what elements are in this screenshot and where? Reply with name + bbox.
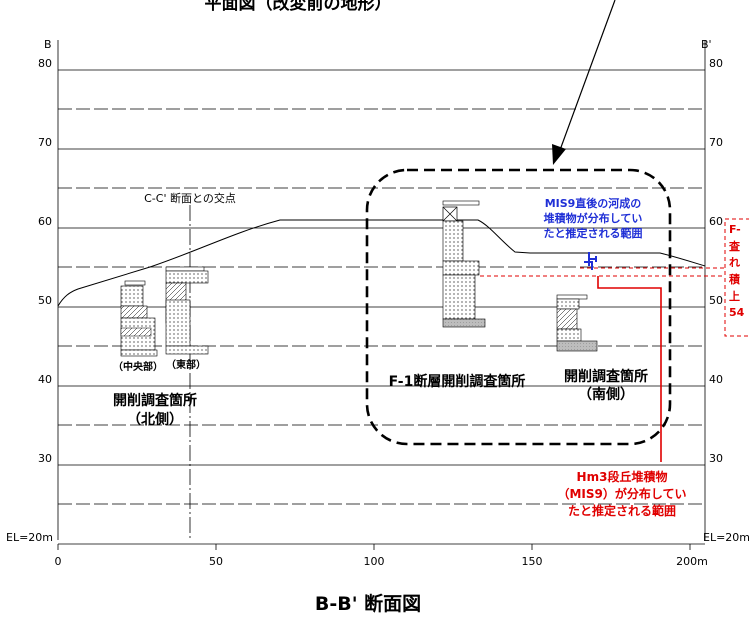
elev-tick-70-r: 70 [709, 136, 723, 149]
svg-text:F-: F- [729, 223, 741, 236]
svg-text:54: 54 [729, 306, 745, 319]
pit-column-central [120, 280, 158, 357]
red-annotation: Hm3段丘堆積物 （MIS9）が分布してい たと推定される範囲 [557, 469, 686, 518]
pit-column-south [556, 294, 598, 352]
cross-section-label: C-C' 断面との交点 [144, 191, 236, 205]
distance-axis [57, 544, 691, 550]
label-central: （中央部） [113, 360, 163, 373]
dist-tick-150: 150 [522, 555, 543, 568]
elev-tick-70: 70 [38, 136, 52, 149]
elev-tick-80-r: 80 [709, 57, 723, 70]
side-note-box [724, 218, 749, 337]
label-north-pit-1: 開削調査箇所 [113, 392, 197, 409]
elev-base-right: EL=20m [703, 531, 749, 544]
dist-tick-50: 50 [209, 555, 223, 568]
elev-tick-30-r: 30 [709, 452, 723, 465]
ground-surface [57, 219, 706, 307]
blue-note-line-1: MIS9直後の河成の [545, 196, 642, 210]
red-note-line-3: たと推定される範囲 [568, 503, 676, 518]
red-note-line-1: Hm3段丘堆積物 [577, 469, 668, 484]
label-east: （東部） [166, 358, 206, 371]
elev-tick-30: 30 [38, 452, 52, 465]
elevation-labels-right: 80 70 60 50 40 30 EL=20m [703, 57, 749, 544]
elev-tick-50: 50 [38, 294, 52, 307]
elev-tick-60: 60 [38, 215, 52, 228]
dist-tick-100: 100 [364, 555, 385, 568]
side-note-text: F- 査 れ 積 上 54 [728, 223, 745, 319]
label-north-pit-2: （北側） [127, 411, 183, 428]
label-south-pit-1: 開削調査箇所 [564, 368, 648, 385]
elevation-labels-left: 80 70 60 50 40 30 EL=20m [6, 57, 53, 544]
blue-note-line-3: たと推定される範囲 [544, 226, 643, 240]
svg-text:れ: れ [729, 256, 740, 269]
svg-text:査: 査 [729, 239, 740, 253]
pointer-arrow-line [559, 0, 616, 151]
svg-text:上: 上 [729, 289, 740, 303]
red-leader-line [597, 276, 662, 462]
blue-note-line-2: 堆積物が分布してい [544, 211, 643, 225]
label-south-pit-2: （南側） [578, 386, 634, 403]
elev-tick-40-r: 40 [709, 373, 723, 386]
section-title: B-B' 断面図 [315, 592, 421, 615]
blue-annotation: MIS9直後の河成の 堆積物が分布してい たと推定される範囲 [544, 196, 643, 270]
pit-column-f1 [442, 200, 486, 328]
elev-tick-60-r: 60 [709, 215, 723, 228]
svg-text:積: 積 [728, 272, 741, 286]
label-f1-pit: F-1断層開削調査箇所 [389, 373, 526, 390]
elev-tick-40: 40 [38, 373, 52, 386]
elev-tick-80: 80 [38, 57, 52, 70]
f1-area-box [365, 168, 672, 446]
pointer-arrow-head [552, 144, 566, 165]
section-end-right: B' [701, 38, 712, 51]
pit-column-east [165, 266, 209, 355]
elev-tick-50-r: 50 [709, 294, 723, 307]
red-note-line-2: （MIS9）が分布してい [557, 486, 686, 501]
dist-tick-0: 0 [55, 555, 62, 568]
elev-base-left: EL=20m [6, 531, 53, 544]
section-end-left: B [44, 38, 52, 51]
dist-tick-200: 200m [676, 555, 708, 568]
plan-title: 平面図（改変前の地形） [205, 0, 392, 14]
